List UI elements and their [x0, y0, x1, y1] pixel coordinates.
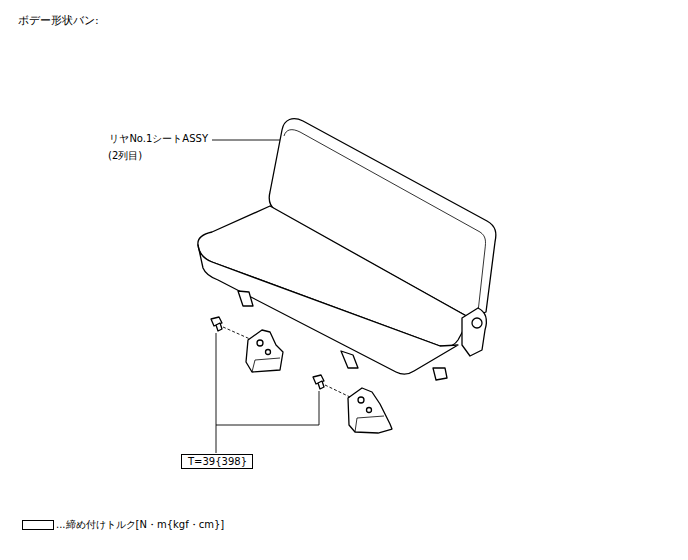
hinge-pivot	[472, 318, 482, 328]
seat-leg	[238, 291, 253, 306]
title: ボデー形状バン:	[18, 14, 99, 27]
seat-bracket	[348, 388, 392, 433]
legend-text: ...締め付けトルク[N・m{kgf・cm}]	[56, 519, 224, 531]
bracket-hole	[358, 397, 364, 403]
bracket-hole	[257, 340, 263, 346]
seat-leg	[341, 351, 358, 368]
bracket-hole	[367, 408, 372, 413]
assembly-dash-line	[223, 327, 250, 339]
seat-hinge	[462, 308, 486, 356]
torque-value: T=39{398}	[188, 456, 246, 468]
torque-box: T=39{398}	[181, 454, 253, 469]
part-note: (2列目)	[108, 150, 142, 162]
bracket-edge	[355, 416, 384, 432]
seat-cushion-front	[198, 245, 458, 374]
bracket-hole	[266, 350, 271, 355]
seat-leg	[433, 368, 447, 380]
leader-line	[212, 140, 280, 141]
bolt-shaft	[216, 323, 222, 331]
part-name: リヤNo.1シートASSY	[109, 133, 208, 145]
bracket-edge	[252, 358, 280, 372]
legend-row: ...締め付けトルク[N・m{kgf・cm}]	[22, 518, 622, 532]
seat-bracket	[246, 330, 283, 372]
assembly-dash-line	[325, 385, 350, 397]
bolt-shaft	[318, 381, 324, 389]
legend-swatch	[22, 520, 54, 530]
leader-line	[216, 333, 217, 453]
leader-line	[216, 391, 319, 425]
